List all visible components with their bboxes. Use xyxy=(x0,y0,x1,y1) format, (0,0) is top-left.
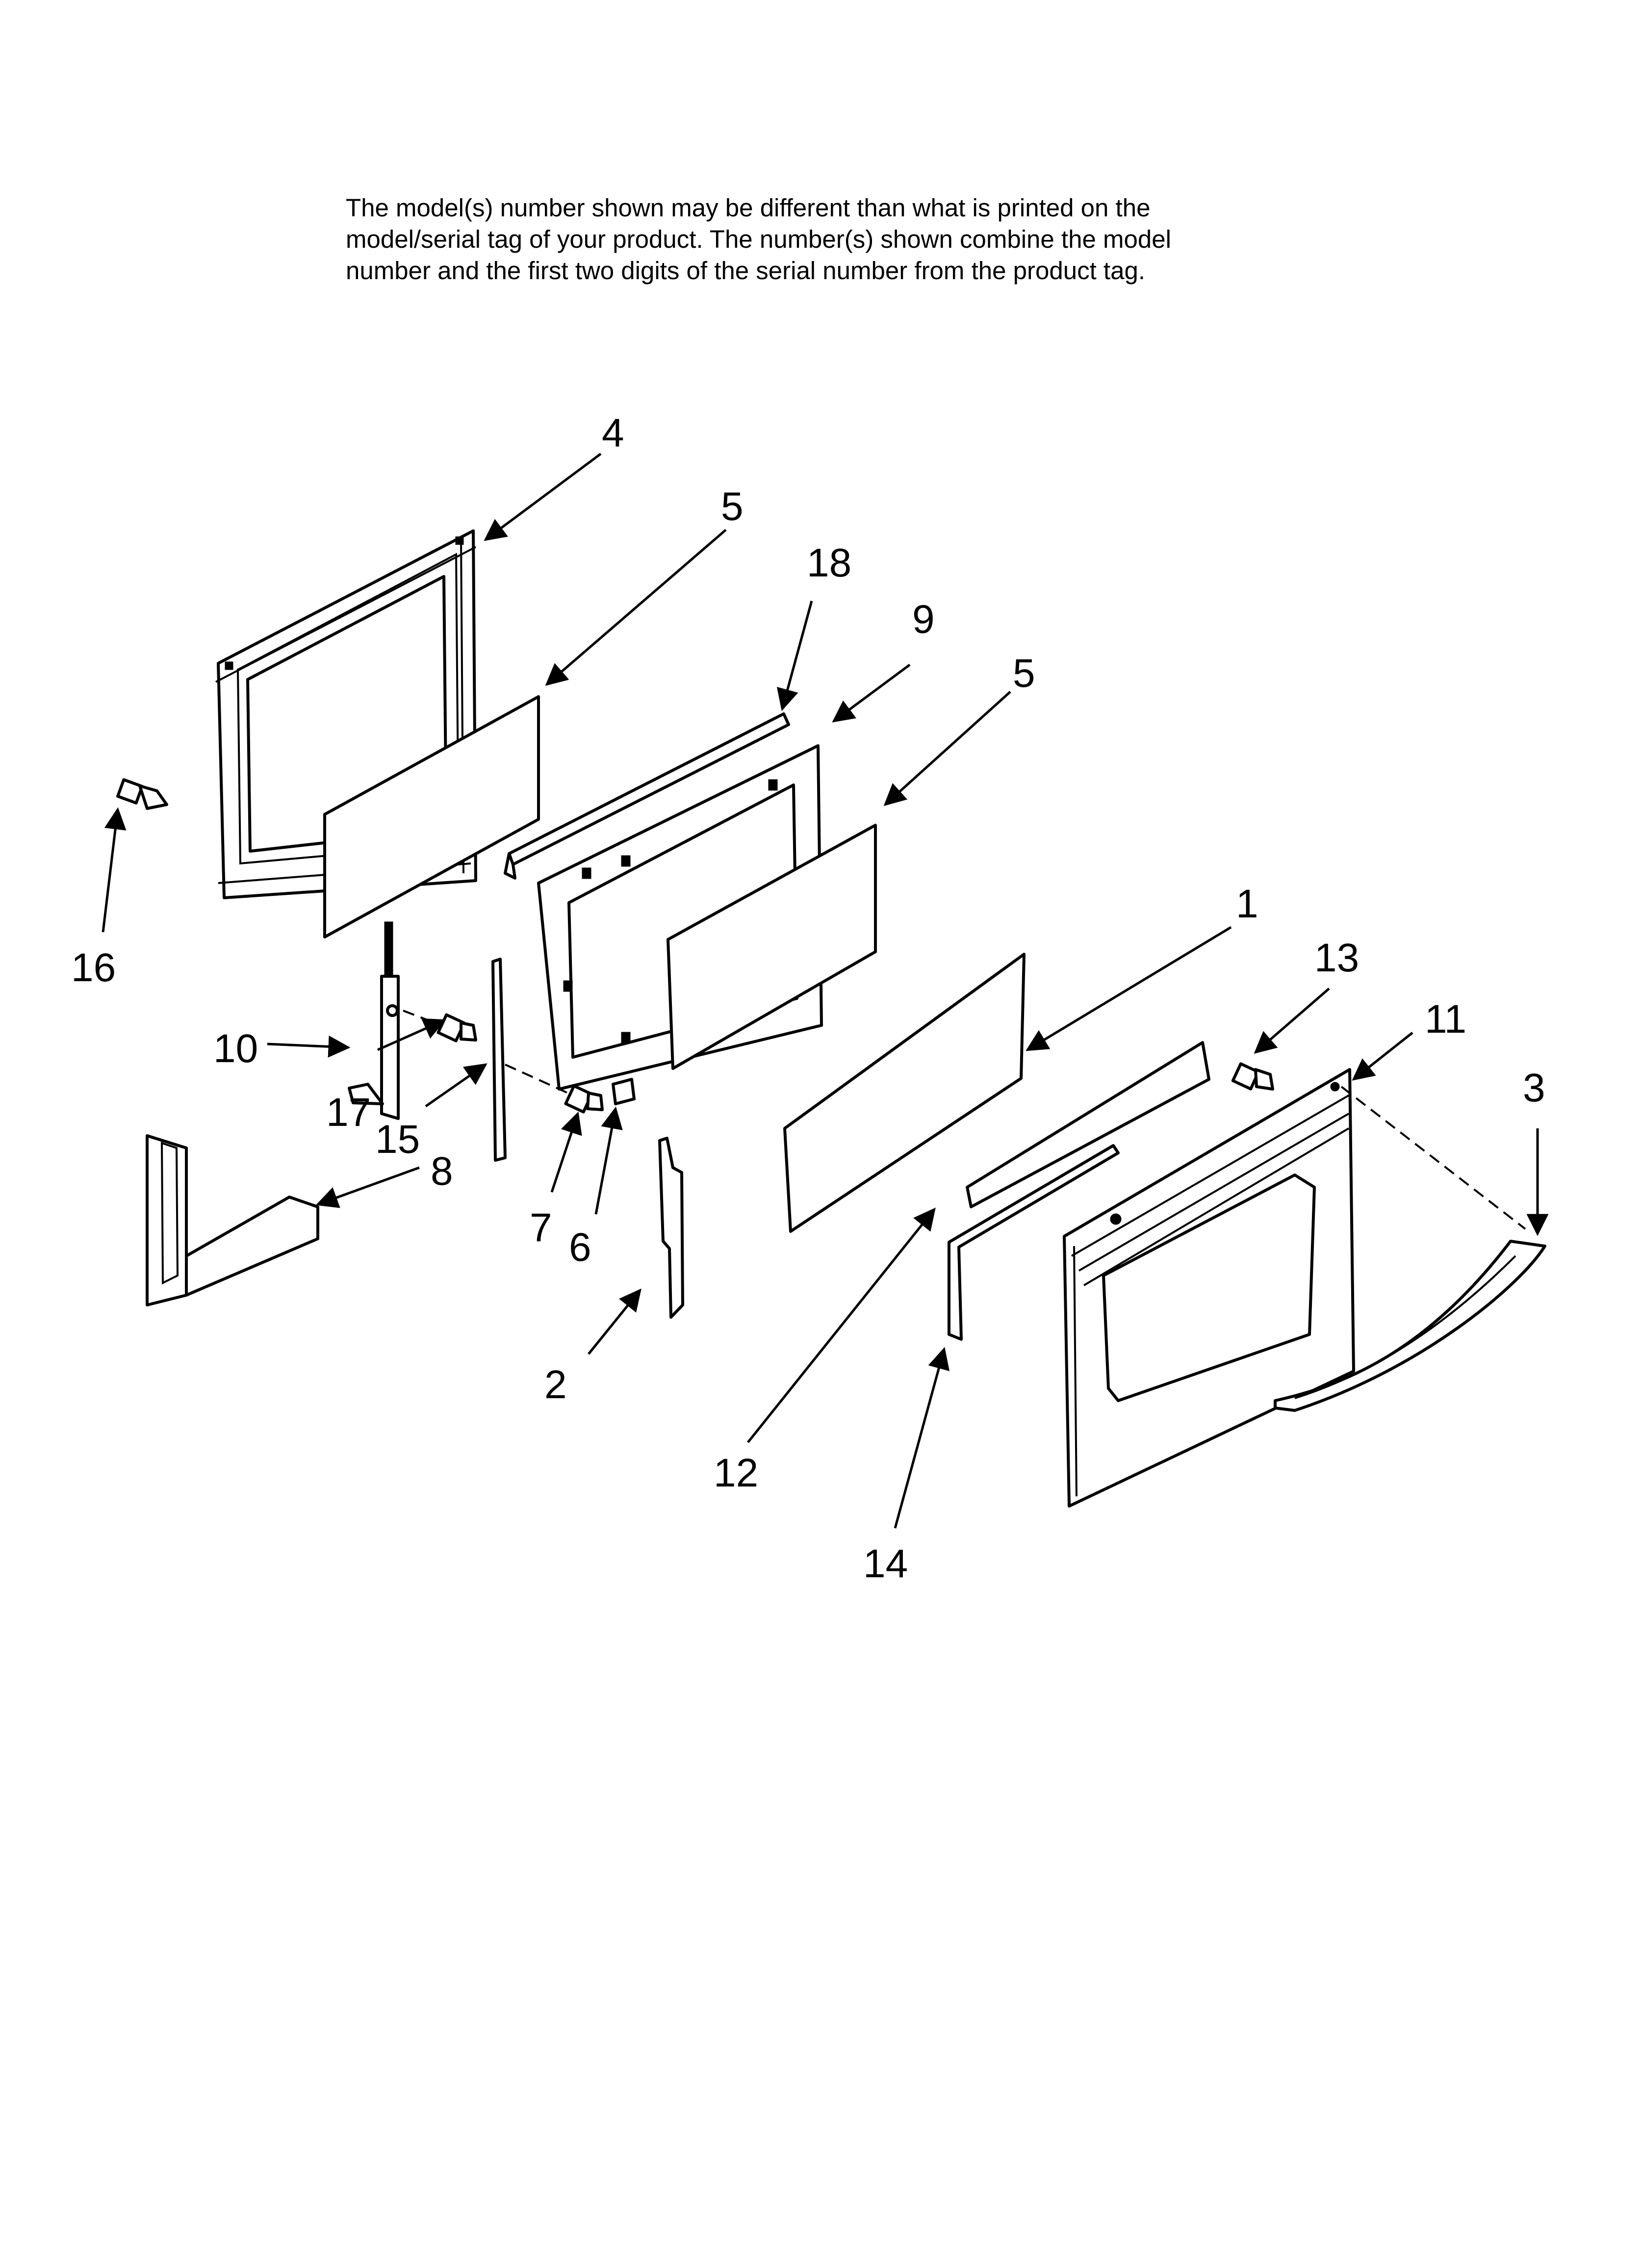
callout-9: 9 xyxy=(912,597,935,642)
callout-13: 13 xyxy=(1314,936,1359,980)
clip-6 xyxy=(612,1078,636,1105)
door-frame-8 xyxy=(146,1134,319,1306)
vent-strip-12 xyxy=(966,1041,1210,1208)
callout-8: 8 xyxy=(431,1149,453,1194)
callout-16: 16 xyxy=(71,945,116,990)
screw-16 xyxy=(116,778,168,810)
glass-panel-lower xyxy=(667,824,877,1070)
callout-17: 17 xyxy=(326,1090,371,1135)
callout-14: 14 xyxy=(863,1541,908,1586)
callout-3: 3 xyxy=(1523,1066,1545,1110)
outer-door-panel xyxy=(1063,1068,1355,1508)
screw-17 xyxy=(436,1013,477,1043)
door-hinge xyxy=(348,921,400,1120)
note-line: The model(s) number shown may be differe… xyxy=(346,194,1151,222)
callout-4: 4 xyxy=(602,411,624,455)
callout-6: 6 xyxy=(569,1225,591,1270)
callout-2: 2 xyxy=(544,1362,567,1407)
callout-1: 1 xyxy=(1236,882,1258,926)
note-line: number and the first two digits of the s… xyxy=(346,257,1145,285)
glass-panel-upper xyxy=(323,695,540,938)
door-side-channel xyxy=(658,1137,684,1319)
callout-7: 7 xyxy=(530,1205,552,1250)
glass-retainer xyxy=(504,712,790,880)
side-trim-15 xyxy=(491,958,507,1162)
screw-13 xyxy=(1231,1062,1274,1091)
outer-door-glass xyxy=(783,953,1026,1233)
leader-lines xyxy=(102,452,1549,1529)
screw-7 xyxy=(564,1084,604,1114)
callout-12: 12 xyxy=(714,1451,758,1495)
callout-15: 15 xyxy=(375,1117,420,1162)
model-number-note: The model(s) number shown may be differe… xyxy=(346,192,1474,287)
callout-5-lower: 5 xyxy=(1013,651,1035,696)
note-line: model/serial tag of your product. The nu… xyxy=(346,225,1171,253)
callout-11: 11 xyxy=(1425,997,1466,1042)
callout-5-upper: 5 xyxy=(721,484,744,529)
callout-18: 18 xyxy=(807,541,851,585)
callout-10: 10 xyxy=(213,1026,258,1071)
door-gasket xyxy=(948,1144,1120,1341)
